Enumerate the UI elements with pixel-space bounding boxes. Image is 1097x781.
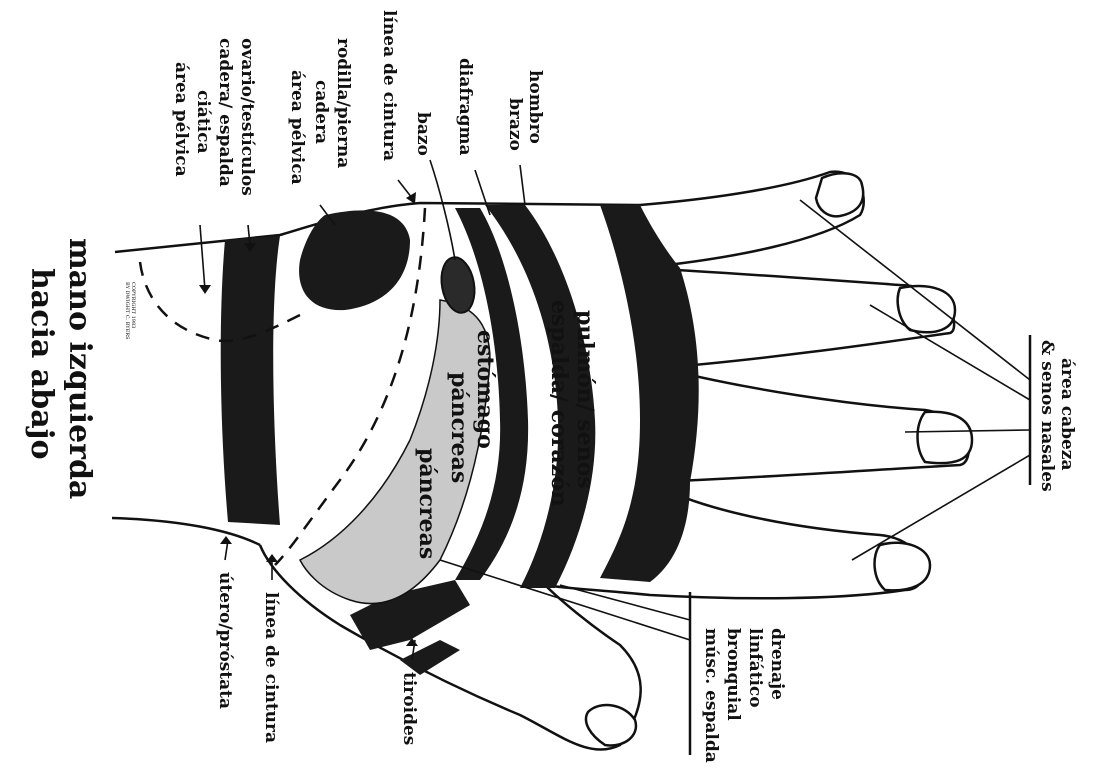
nail-thumb [586, 705, 636, 745]
copyright-block: COPYRIGHT 1983 BY DWIGHT C. BYERS [124, 282, 136, 340]
arrow-cintura-top [406, 192, 416, 204]
label-area-pelvica-bottom: área pélvica [171, 62, 191, 177]
label-area-cabeza: área cabeza [1057, 358, 1077, 470]
label-espalda-corazon: espalda/ corazón [546, 300, 572, 507]
label-rodilla-pierna: rodilla/pierna [333, 38, 353, 168]
label-linea-cintura-top: línea de cintura [379, 10, 399, 161]
pointer-bazo [430, 160, 455, 260]
label-utero-prostata: útero/próstata [215, 572, 235, 709]
label-hombro: hombro [525, 70, 545, 144]
label-group-right: área cabeza & senos nasales [1037, 340, 1077, 492]
label-linfatico: linfático [745, 628, 765, 708]
pointer-cintura-top [398, 180, 412, 198]
label-pancreas-2: páncreas [414, 448, 440, 559]
pointer-hombro [520, 165, 525, 205]
title-line-2: hacia abajo [24, 268, 59, 460]
title-block: mano izquierda hacia abajo [24, 238, 97, 499]
band-finger-base [600, 205, 699, 582]
label-diafragma: diafragma [455, 58, 475, 156]
label-group-top: hombro brazo diafragma bazo línea de cin… [171, 10, 545, 196]
label-senos-nasales: & senos nasales [1037, 340, 1057, 492]
finger-index [545, 482, 924, 598]
label-bronquial: bronquial [723, 628, 743, 721]
pointer-cadera-espalda [200, 225, 205, 290]
pointer-cabeza-1 [800, 200, 1030, 380]
label-pulmon-senos: pulmón/ senos [572, 310, 598, 489]
label-group-drenaje: drenaje linfático bronquial músc. espald… [701, 628, 787, 763]
label-tiroides: tiroides [399, 672, 419, 745]
knee-leg-region [299, 210, 410, 310]
nail-little [816, 173, 863, 216]
arrow-utero [220, 536, 232, 544]
label-brazo: brazo [505, 98, 525, 151]
nail-ring [898, 286, 955, 332]
nail-middle [918, 412, 973, 463]
nail-index [875, 543, 930, 591]
label-musc-espalda: músc. espalda [701, 628, 721, 763]
label-linea-cintura-bottom: línea de cintura [261, 592, 281, 743]
label-estomago: estómago [472, 330, 498, 449]
label-pancreas-1: páncreas [446, 372, 472, 483]
copyright-line-2: BY DWIGHT C. BYERS [124, 282, 130, 340]
label-ciatica: ciática [193, 90, 213, 154]
title-line-1: mano izquierda [62, 238, 97, 499]
label-area-pelvica-top: área pélvica [287, 70, 307, 185]
label-cadera-top: cadera [311, 80, 331, 144]
pelvic-dashed-arc [140, 262, 300, 341]
label-ovario-testiculos: ovario/testículos [237, 38, 257, 196]
label-drenaje: drenaje [767, 628, 787, 700]
label-bazo: bazo [413, 112, 433, 156]
band-hip [221, 236, 280, 525]
label-cadera-espalda: cadera/ espalda [215, 38, 235, 187]
arrow-cadera [199, 285, 211, 294]
